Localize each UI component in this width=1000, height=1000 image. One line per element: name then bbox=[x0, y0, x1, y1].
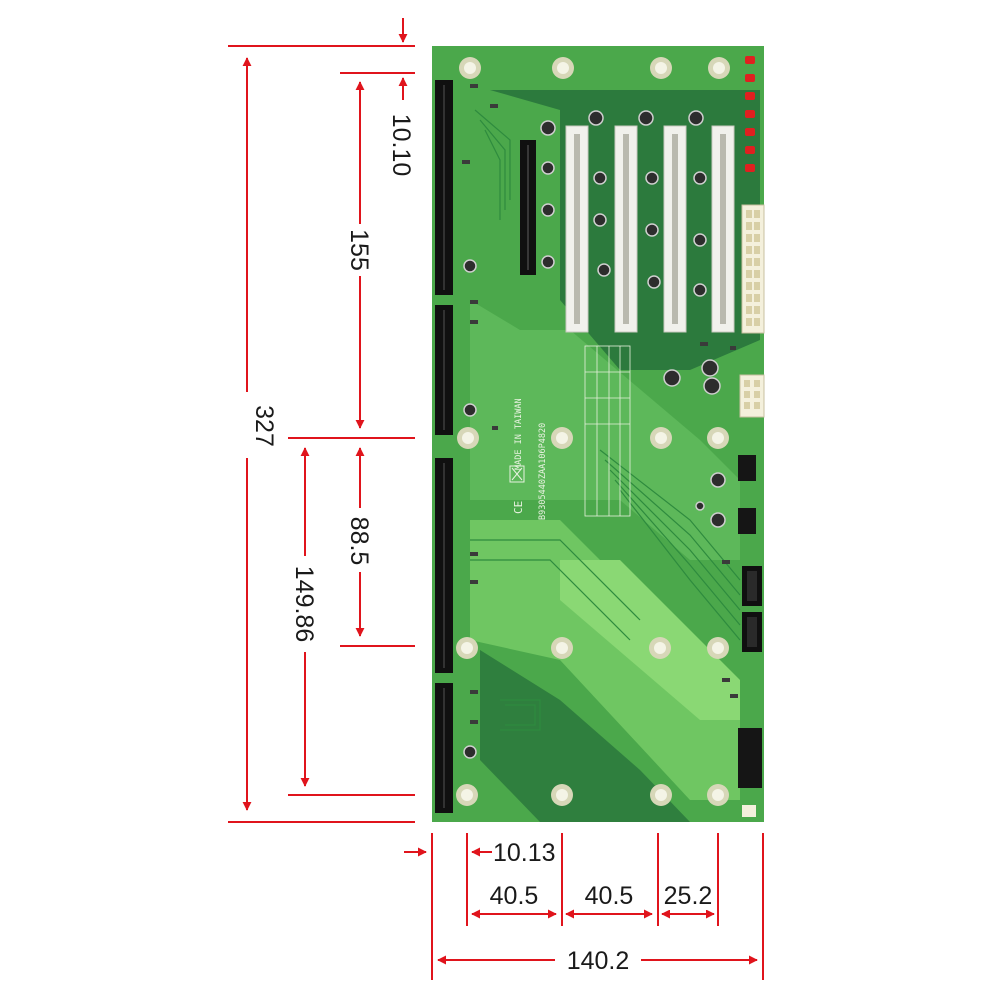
pcb-board: MADE IN TAIWAN B9305440ZAA106P4820 CE bbox=[432, 46, 765, 822]
board-origin-text: MADE IN TAIWAN bbox=[514, 398, 524, 470]
pin-header bbox=[738, 508, 756, 534]
dim-label-total-height: 327 bbox=[250, 405, 278, 447]
board-part-number: B9305440ZAA106P4820 bbox=[538, 423, 548, 520]
dim-label-lower-span: 149.86 bbox=[290, 566, 318, 642]
pin-header bbox=[738, 728, 762, 788]
dim-label-pitch-b: 40.5 bbox=[585, 882, 634, 910]
aux-power-connector bbox=[739, 374, 765, 418]
dim-label-pitch-a: 40.5 bbox=[490, 882, 539, 910]
pcb-copper-zone bbox=[470, 300, 740, 560]
ce-mark: CE bbox=[512, 501, 525, 514]
status-leds bbox=[745, 56, 755, 172]
recycle-icon bbox=[509, 465, 525, 483]
pcb-copper-zone bbox=[560, 560, 740, 720]
pcb-copper-zone bbox=[480, 650, 690, 822]
silkscreen-table bbox=[584, 345, 631, 517]
dim-label-pitch-c: 25.2 bbox=[664, 882, 713, 910]
dim-label-top-offset: 10.10 bbox=[387, 114, 415, 177]
pin-header bbox=[738, 455, 756, 481]
dim-label-total-width: 140.2 bbox=[567, 947, 630, 975]
dim-label-upper-span: 155 bbox=[345, 229, 373, 271]
dim-label-middle-span: 88.5 bbox=[345, 517, 373, 566]
atx-power-connector bbox=[741, 204, 765, 334]
capacitors bbox=[463, 110, 726, 759]
pci-slots bbox=[565, 125, 735, 333]
mounting-holes bbox=[456, 57, 730, 806]
dim-label-left-offset: 10.13 bbox=[493, 839, 556, 867]
pcb-copper-zone bbox=[470, 520, 740, 800]
smd-components bbox=[462, 84, 738, 724]
